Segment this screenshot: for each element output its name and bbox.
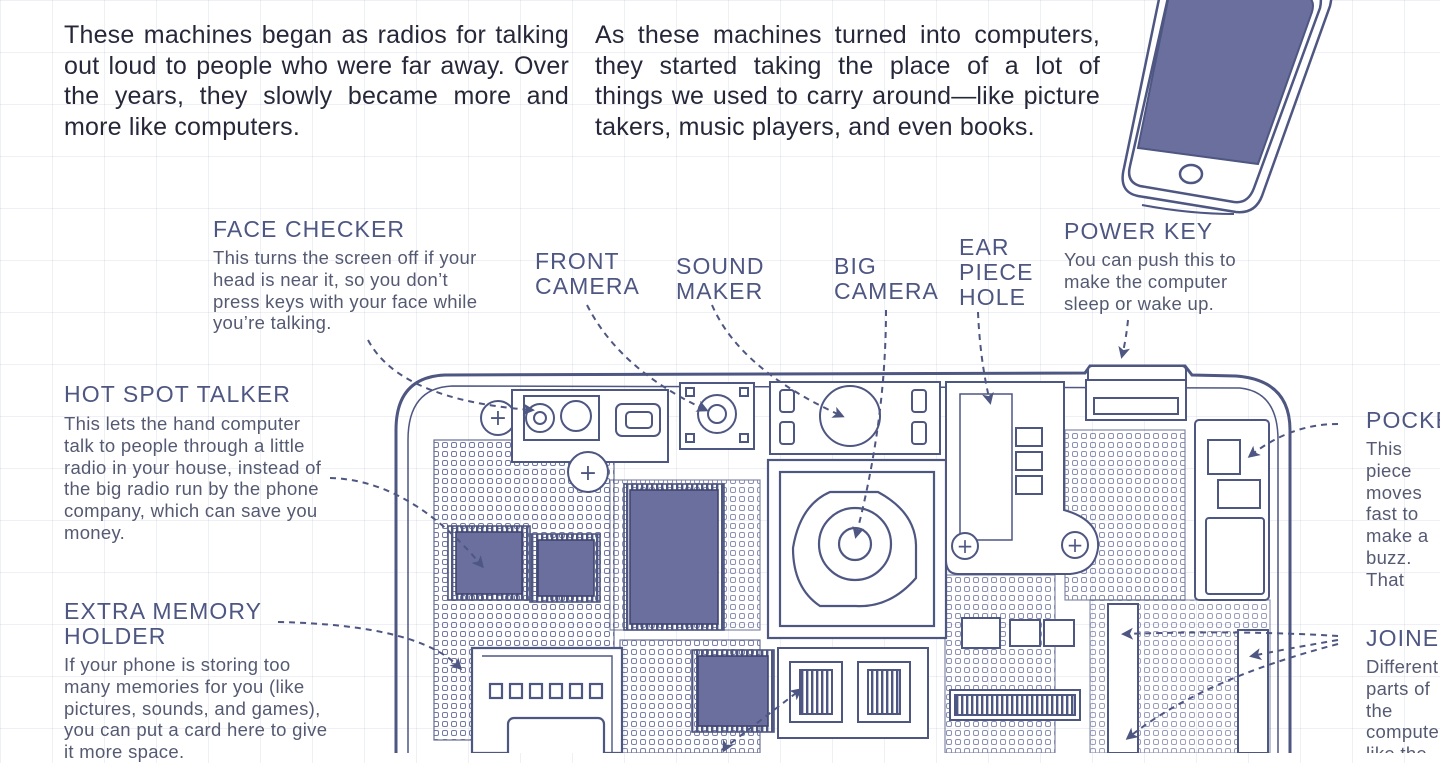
phone-illustration [1121, 0, 1333, 215]
ear-piece-hole-title: EAR PIECE HOLE [959, 234, 1034, 310]
joiners-title: JOINERS [1366, 626, 1440, 651]
joiners-desc: Different parts of the computer, like th… [1366, 656, 1440, 753]
front-camera-part [679, 382, 755, 450]
svg-text:+: + [957, 534, 974, 558]
ear-piece-part: + + [945, 381, 1100, 575]
face-checker-sensor: + + [480, 389, 669, 493]
intro-left-paragraph: These machines began as radios for talki… [64, 21, 569, 141]
svg-text:+: + [579, 461, 597, 486]
face-checker-desc: This turns the screen off if your head i… [213, 247, 478, 334]
memory-card-slot [470, 646, 624, 753]
pocket-buzz-part [1194, 419, 1270, 601]
front-camera-title: FRONT CAMERA [535, 248, 641, 299]
big-camera-title: BIG CAMERA [834, 253, 940, 304]
pocket-desc: This piece moves fast to make a buzz. Th… [1366, 438, 1429, 593]
hot-spot-talker-title: HOT SPOT TALKER [64, 381, 291, 407]
intro-right-paragraph: As these machines turned into computers,… [595, 21, 1100, 141]
power-key-part [1085, 365, 1187, 421]
lower-arrow [721, 688, 803, 751]
extra-memory-holder-title: EXTRA MEMORY HOLDER [64, 598, 262, 649]
svg-text:+: + [489, 406, 507, 431]
sound-maker-title: SOUND MAKER [676, 253, 765, 304]
hot-spot-talker-desc: This lets the hand computer talk to peop… [64, 413, 322, 543]
extra-memory-holder-desc: If your phone is storing too many memori… [64, 654, 328, 763]
power-key-desc: You can push this to make the computer s… [1064, 249, 1236, 314]
svg-text:+: + [1067, 533, 1084, 557]
leader-arrows [277, 304, 1339, 753]
chips [447, 483, 775, 733]
power-key-title: POWER KEY [1064, 218, 1214, 244]
big-camera-part [766, 458, 948, 640]
face-checker-title: FACE CHECKER [213, 216, 406, 242]
pocket-title: POCKET [1366, 408, 1440, 433]
